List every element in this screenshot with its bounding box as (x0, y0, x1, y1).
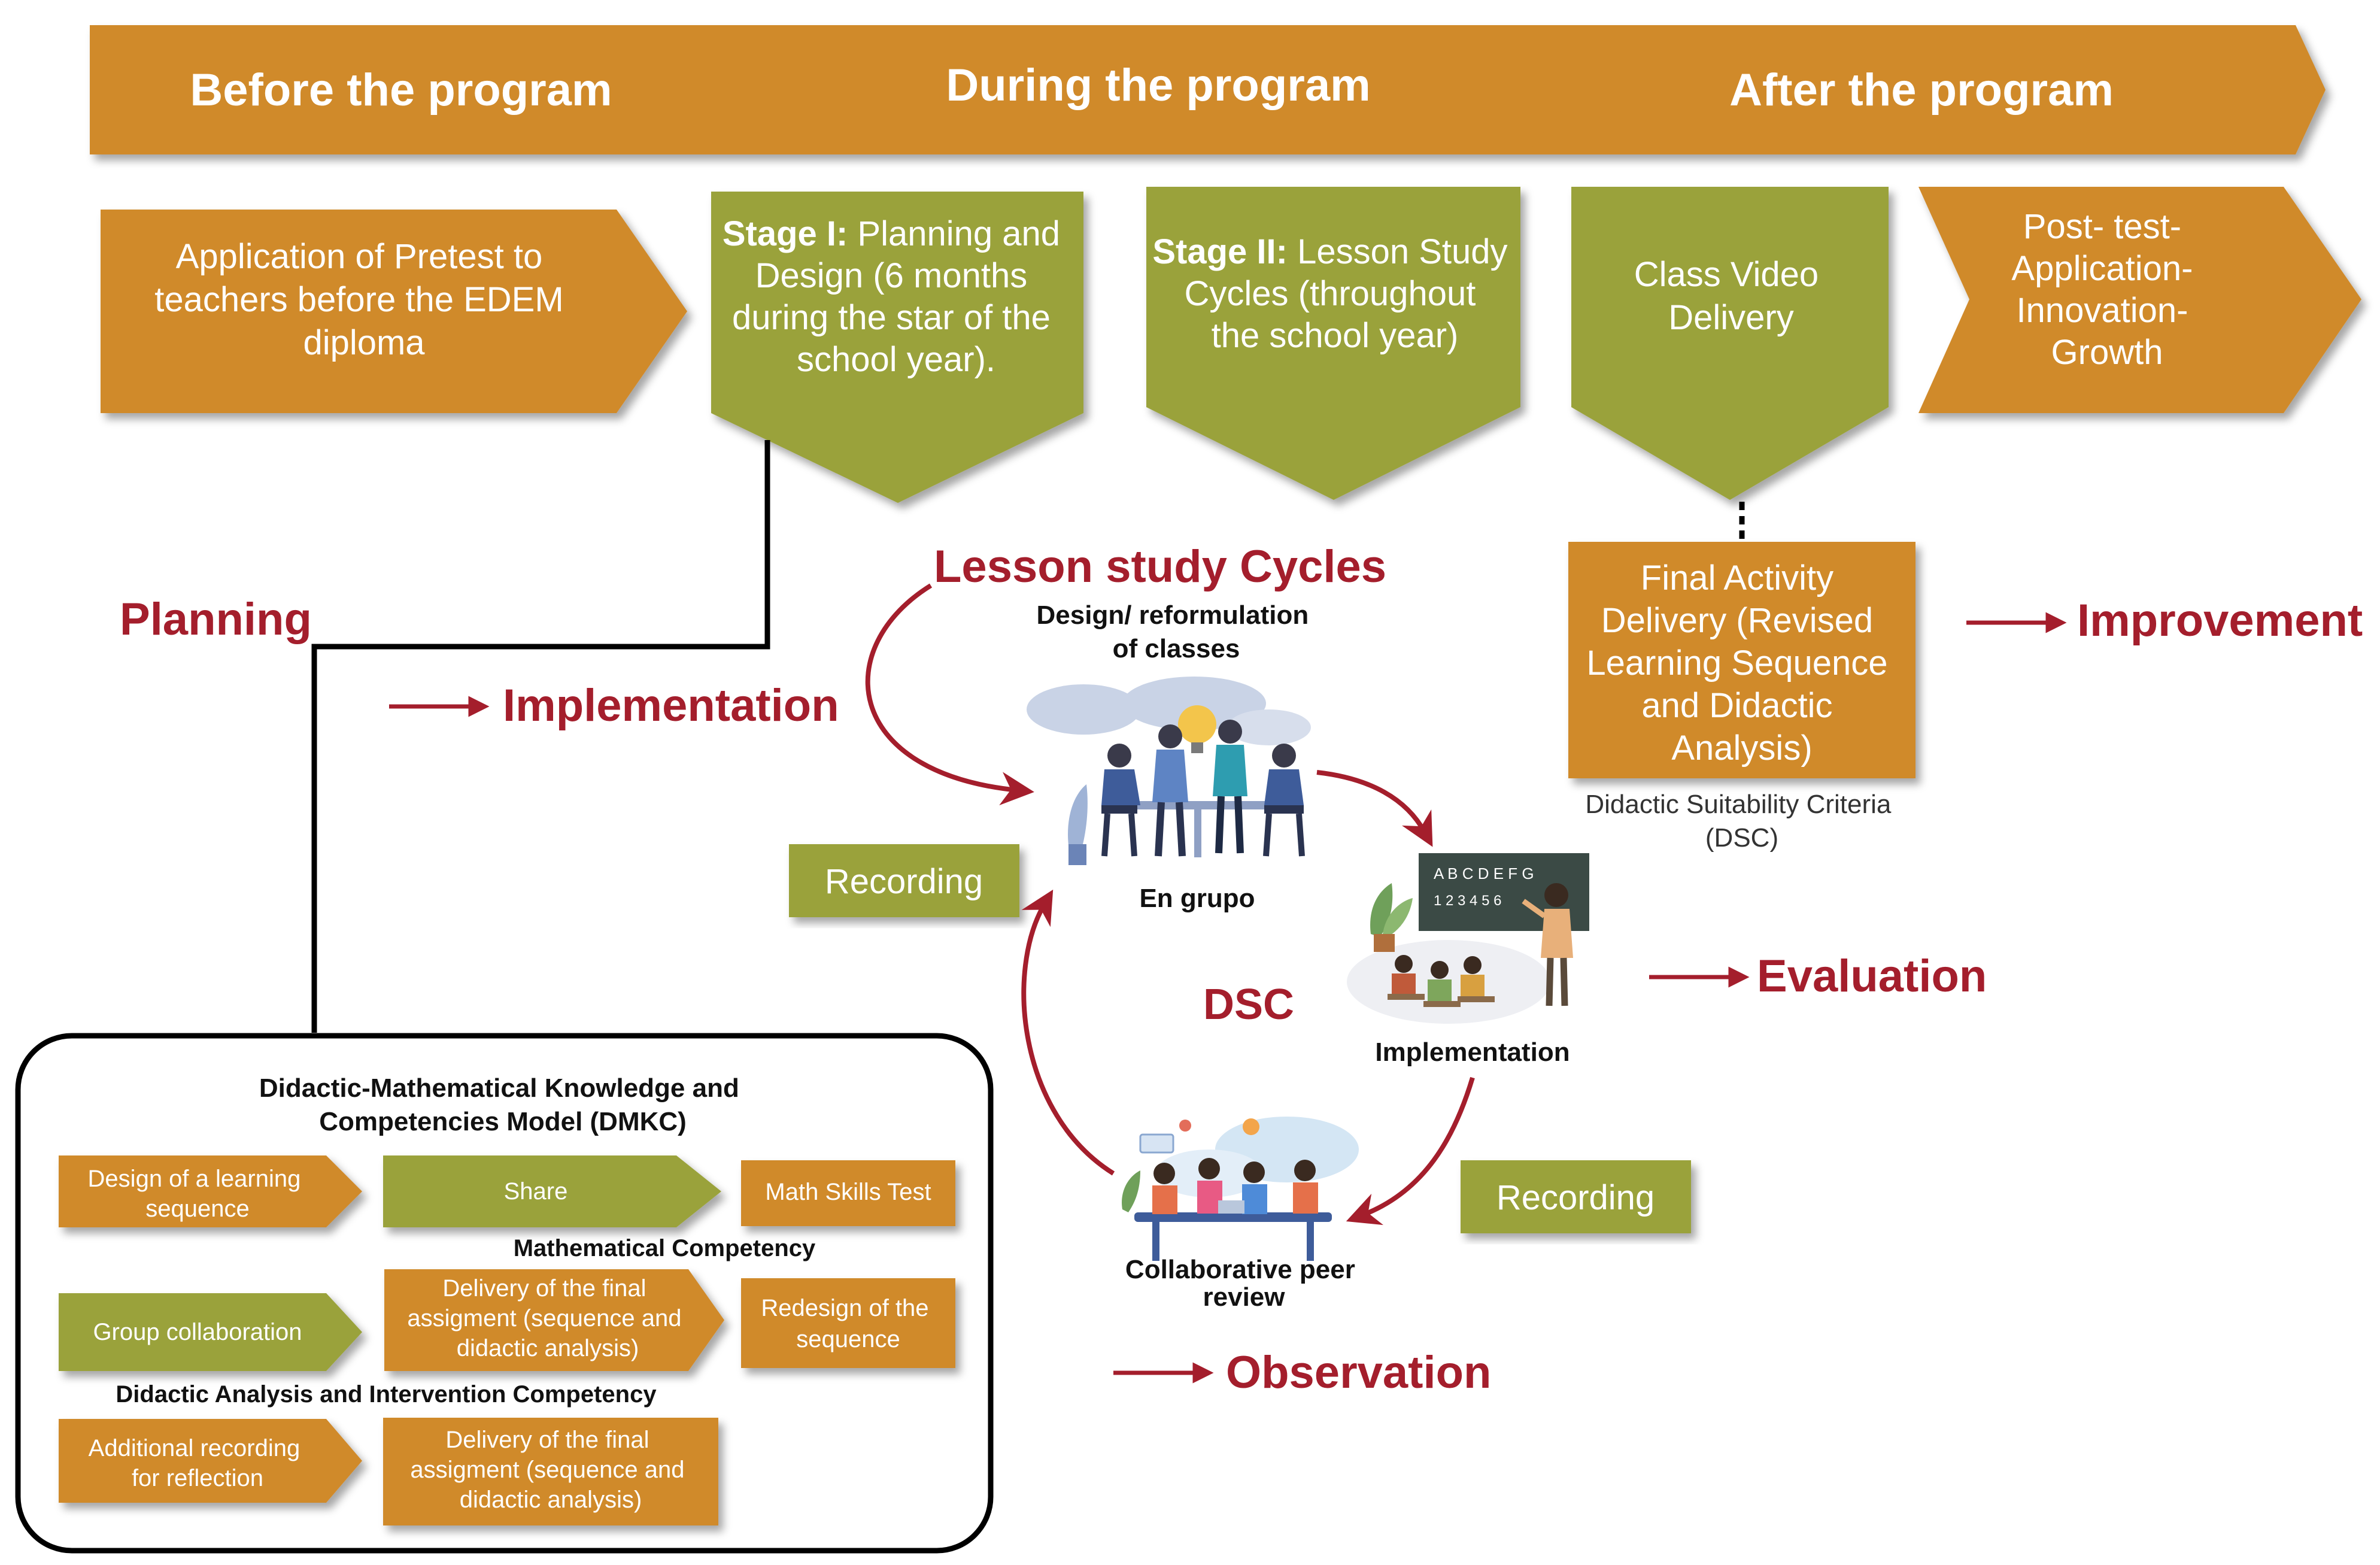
group-collab-text: Group collaboration (93, 1319, 302, 1345)
evaluation-label: Evaluation (1757, 951, 1987, 1002)
recording-box-2 (1461, 1160, 1691, 1233)
phase-after-label: After the program (1729, 65, 2114, 116)
en-grupo-label: En grupo (1139, 884, 1255, 913)
share-text: Share (504, 1178, 568, 1205)
svg-text:A B C D E F G: A B C D E F G (1434, 865, 1534, 882)
video-box (1571, 187, 1889, 500)
math-skills-box (741, 1160, 955, 1226)
math-competency-label: Mathematical Competency (514, 1235, 816, 1261)
delivery-text-1: Delivery of the final assigment (sequenc… (407, 1275, 688, 1361)
group-meeting-illustration (1027, 677, 1311, 865)
design-sequence-box (59, 1155, 362, 1227)
didactic-competency-label: Didactic Analysis and Intervention Compe… (116, 1381, 657, 1408)
stage2-box (1146, 187, 1520, 500)
delivery-box-2 (383, 1418, 718, 1525)
recording-label-2: Recording (1496, 1178, 1655, 1217)
math-skills-text: Math Skills Test (765, 1179, 931, 1205)
stage1-box (711, 192, 1083, 503)
final-activity-box (1568, 542, 1915, 778)
posttest-box (1918, 187, 2361, 413)
collab-label: Collaborative peer review (1125, 1255, 1362, 1312)
design-label: Design/ reformulation of classes (1037, 600, 1316, 663)
cycle-arrow-bottom (1346, 1076, 1475, 1226)
cycle-arrow-left (1021, 889, 1115, 1176)
stage1-text: Stage I: Planning and Design (6 months d… (722, 214, 1070, 379)
phase-during-label: During the program (946, 60, 1370, 111)
implementation-label: Implementation (503, 680, 839, 731)
phase-during-arrow (685, 25, 1580, 154)
phase-before-label: Before the program (190, 65, 612, 116)
recording-label-1: Recording (825, 862, 983, 901)
video-text: Class Video Delivery (1634, 255, 1829, 337)
pretest-text: Application of Pretest to teachers befor… (154, 237, 573, 362)
planning-label: Planning (120, 594, 312, 645)
dmkc-title: Didactic-Mathematical Knowledge and Comp… (259, 1073, 746, 1136)
delivery-box-1 (384, 1269, 724, 1371)
stage2-text: Stage II: Lesson Study Cycles (throughou… (1152, 232, 1517, 355)
posttest-text: Post- test- Application- Innovation- Gro… (2011, 207, 2202, 372)
gear-icon (1243, 1118, 1259, 1135)
additional-recording-text: Additional recording for reflection (89, 1435, 307, 1491)
collab-review-illustration (1122, 1117, 1359, 1261)
observation-label: Observation (1226, 1347, 1491, 1398)
pretest-box (101, 210, 687, 413)
share-box (383, 1155, 721, 1227)
cycle-arrow-top (865, 583, 1034, 806)
design-sequence-text: Design of a learning sequence (88, 1166, 308, 1222)
final-activity-text: Final Activity Delivery (Revised Learnin… (1586, 559, 1897, 768)
classroom-illustration: A B C D E F G 1 2 3 4 5 6 (1347, 853, 1589, 1024)
redesign-box (741, 1278, 955, 1368)
improvement-label: Improvement (2077, 595, 2363, 646)
recording-box-1 (789, 844, 1019, 917)
planning-connector (311, 440, 770, 1033)
svg-text:1 2 3 4 5 6: 1 2 3 4 5 6 (1434, 893, 1501, 909)
phase-after-arrow (1526, 25, 2326, 154)
group-collab-box (59, 1293, 362, 1371)
implementation-small-label: Implementation (1375, 1038, 1570, 1067)
lightbulb-icon (1178, 705, 1216, 744)
cycle-arrow-right (1316, 770, 1433, 847)
redesign-text: Redesign of the sequence (761, 1295, 935, 1352)
phase-before-arrow (90, 25, 745, 154)
dsc-criteria-text: Didactic Suitability Criteria (DSC) (1585, 790, 1898, 853)
lesson-cycles-title: Lesson study Cycles (934, 541, 1386, 592)
dsc-label: DSC (1203, 981, 1294, 1029)
additional-recording-box (59, 1419, 362, 1503)
delivery-text-2: Delivery of the final assigment (sequenc… (410, 1427, 691, 1513)
